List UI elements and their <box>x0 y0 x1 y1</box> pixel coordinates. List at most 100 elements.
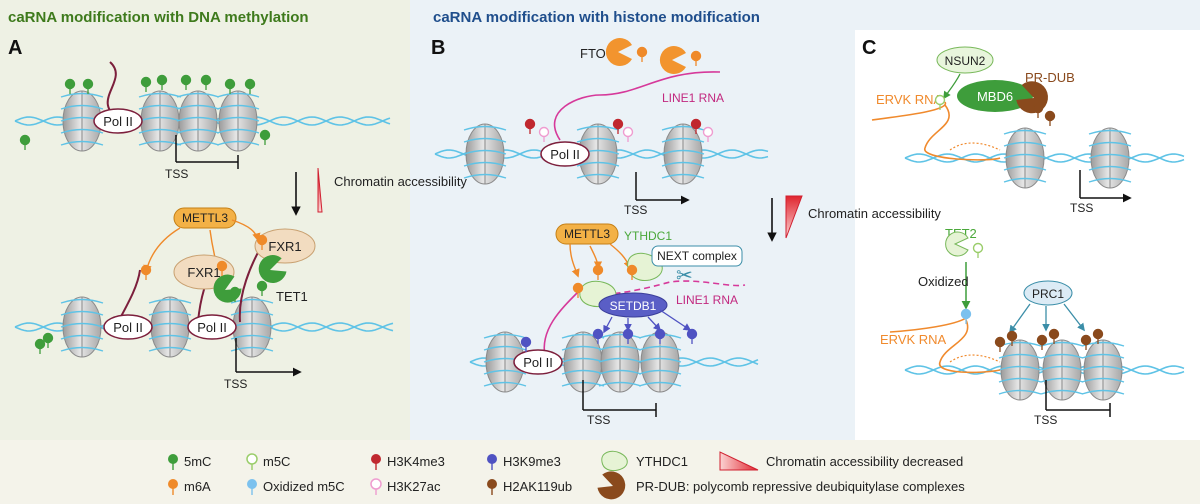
nucleosome-n-a5 <box>60 296 104 358</box>
nucleosome-n-c4 <box>1040 339 1084 401</box>
panel-b-bottom-rna <box>543 291 579 357</box>
nucleosome-n-b4 <box>483 331 527 393</box>
legend: 5mC m6A m5C Oxidized m5C H3K4me3 H3K27ac… <box>168 450 965 500</box>
h3k4me3-mark <box>612 118 624 134</box>
m6a-mark <box>636 46 648 62</box>
svg-text:H3K9me3: H3K9me3 <box>503 454 561 469</box>
legend-h2ak119ub: H2AK119ub <box>487 479 572 495</box>
svg-text:MBD6: MBD6 <box>977 89 1013 104</box>
h3k27ac-mark <box>702 126 714 142</box>
legend-m5c: m5C <box>246 453 290 470</box>
h2ak119ub-mark <box>1044 110 1056 126</box>
legend-5mc: 5mC <box>168 454 211 470</box>
svg-text:TSS: TSS <box>165 167 188 181</box>
svg-text:NEXT complex: NEXT complex <box>657 249 737 263</box>
panel-a-title: caRNA modification with DNA methylation <box>8 9 309 26</box>
panel-b-top-tss: TSS <box>624 172 688 217</box>
svg-text:YTHDC1: YTHDC1 <box>636 454 688 469</box>
nucleosome-n-c5 <box>1081 339 1125 401</box>
h3k27ac-mark <box>538 126 550 142</box>
h3k9me3-mark <box>622 328 634 344</box>
legend-prdub: PR-DUB: polycomb repressive deubiquityla… <box>597 471 965 500</box>
5mc-mark <box>259 129 271 145</box>
m6a-mark <box>256 234 268 250</box>
panel-b-fto-pacman-2 <box>659 46 686 74</box>
panel-b-mettl3: METTL3 <box>555 223 619 245</box>
panel-c-ervk-top <box>871 101 1001 161</box>
panel-b-letter: B <box>431 37 445 59</box>
svg-text:NSUN2: NSUN2 <box>945 54 986 68</box>
legend-h3k4me3: H3K4me3 <box>371 454 445 470</box>
legend-background <box>0 440 1200 504</box>
svg-text:TSS: TSS <box>224 377 247 391</box>
m6a-mark <box>626 264 638 280</box>
nucleosome-n-b6 <box>598 331 642 393</box>
h2ak119ub-mark <box>1080 334 1092 350</box>
h3k9me3-mark <box>520 336 532 352</box>
5mc-mark <box>180 74 192 90</box>
svg-text:TSS: TSS <box>1070 201 1093 215</box>
panel-a-accessibility-wedge <box>317 167 323 213</box>
legend-h3k9me3: H3K9me3 <box>487 454 561 470</box>
panel-c-mbd6: MBD6 <box>957 80 1033 112</box>
nucleosome-n-a2 <box>138 90 182 152</box>
h3k9me3-mark <box>592 328 604 344</box>
legend-oxidized-m5c: Oxidized m5C <box>247 479 345 495</box>
panel-a-bottom-pol-ii-1: Pol II <box>103 314 153 340</box>
svg-text:Pol II: Pol II <box>523 355 553 370</box>
nucleosomes <box>60 90 1132 401</box>
m6a-mark <box>690 50 702 66</box>
5mc-mark <box>244 78 256 94</box>
svg-text:Pol II: Pol II <box>103 114 133 129</box>
h2ak119ub-mark <box>1006 330 1018 346</box>
panel-b-bottom-pol-ii: Pol II <box>513 349 563 375</box>
panel-c-oxidized-label: Oxidized <box>918 274 969 289</box>
m6a-mark <box>140 264 152 280</box>
modification-marks <box>19 46 1104 363</box>
m5c-mark <box>934 94 946 110</box>
panel-b-fto-pacman-1 <box>605 38 632 66</box>
5mc-mark <box>156 74 168 90</box>
m6a-mark <box>592 264 604 280</box>
svg-text:SETDB1: SETDB1 <box>610 299 657 313</box>
svg-text:m6A: m6A <box>184 479 211 494</box>
legend-m6a: m6A <box>168 479 211 495</box>
svg-text:PRC1: PRC1 <box>1032 287 1064 301</box>
panel-b-accessibility-wedge <box>785 195 803 239</box>
panel-b-line1-bottom-label: LINE1 RNA <box>676 293 738 307</box>
panel-c-bottom-tss: TSS <box>1034 380 1111 427</box>
panel-a-letter: A <box>8 37 22 59</box>
svg-text:H3K4me3: H3K4me3 <box>387 454 445 469</box>
panel-c-ervk-bottom-label: ERVK RNA <box>880 332 947 347</box>
panel-a-top-tss: TSS <box>165 135 239 181</box>
panel-b-setdb1: SETDB1 <box>598 292 668 318</box>
h3k4me3-mark <box>690 118 702 134</box>
panel-a-mettl3: METTL3 <box>173 207 237 229</box>
panel-b-ythdc1-label: YTHDC1 <box>624 229 672 243</box>
panel-a-top-pol-ii: Pol II <box>93 108 143 134</box>
h2ak119ub-mark <box>1048 328 1060 344</box>
svg-text:Oxidized m5C: Oxidized m5C <box>263 479 345 494</box>
svg-text:TSS: TSS <box>1034 413 1057 427</box>
panel-c-top-tss: TSS <box>1070 170 1130 215</box>
svg-text:Chromatin accessibility decrea: Chromatin accessibility decreased <box>766 454 963 469</box>
svg-text:H3K27ac: H3K27ac <box>387 479 441 494</box>
panel-a-accessibility-label: Chromatin accessibility <box>334 174 467 189</box>
panel-b-accessibility-label: Chromatin accessibility <box>808 206 941 221</box>
panel-b-fto-label: FTO <box>580 46 606 61</box>
svg-text:METTL3: METTL3 <box>564 227 610 241</box>
nucleosome-n-b3 <box>661 123 705 185</box>
nucleosome-n-c2 <box>1088 127 1132 189</box>
svg-text:5mC: 5mC <box>184 454 211 469</box>
panel-a-bottom-tss: TSS <box>224 338 300 391</box>
panel-c-prc1: PRC1 <box>1023 280 1073 306</box>
5mc-mark <box>34 338 46 354</box>
h2ak119ub-mark <box>994 336 1006 352</box>
nucleosome-n-a4 <box>216 90 260 152</box>
5mc-mark <box>229 286 241 302</box>
5mc-mark <box>140 76 152 92</box>
5mc-mark <box>224 78 236 94</box>
panel-b-title: caRNA modification with histone modifica… <box>433 9 760 26</box>
